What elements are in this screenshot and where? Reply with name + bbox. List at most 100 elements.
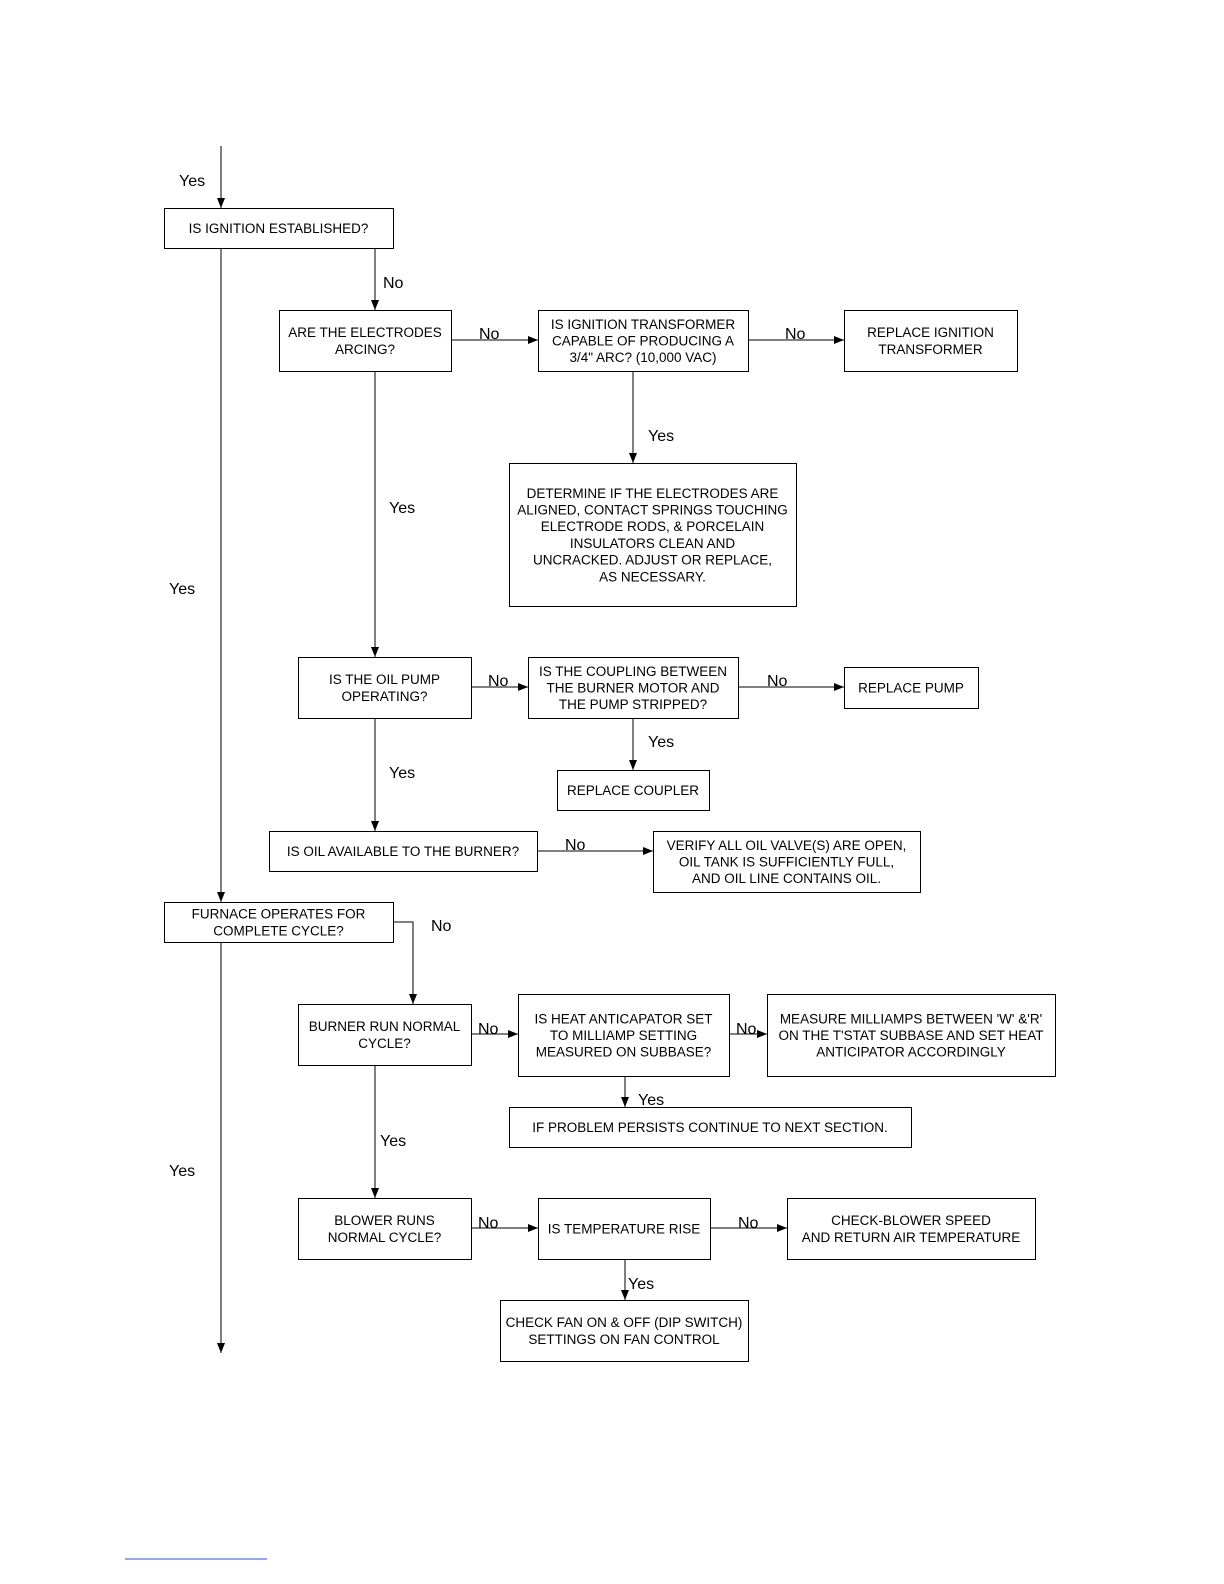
edge-label-temp-no: No	[738, 1215, 759, 1232]
node-text-line: CHECK FAN ON & OFF (DIP SWITCH)	[506, 1315, 743, 1330]
node-blower-runs: BLOWER RUNS NORMAL CYCLE?	[298, 1198, 472, 1260]
edge-label-electrodes-no: No	[479, 326, 500, 343]
node-replace-pump: REPLACE PUMP	[844, 667, 979, 709]
node-box	[298, 657, 472, 719]
edge-label-temp-yes: Yes	[628, 1276, 654, 1293]
node-box	[164, 902, 394, 943]
node-text-line: TRANSFORMER	[878, 342, 983, 357]
edge-label-transformer-no: No	[785, 326, 806, 343]
node-oil-pump: IS THE OIL PUMP OPERATING?	[298, 657, 472, 719]
node-text-line: CAPABLE OF PRODUCING A	[552, 334, 734, 349]
node-text-line: IS OIL AVAILABLE TO THE BURNER?	[287, 844, 519, 859]
node-replace-coupler: REPLACE COUPLER	[557, 770, 710, 811]
node-box	[844, 310, 1018, 372]
node-temp-rise: IS TEMPERATURE RISE	[538, 1198, 711, 1260]
node-text-line: INSULATORS CLEAN AND	[570, 536, 736, 551]
node-text-line: ELECTRODE RODS, & PORCELAIN	[541, 519, 765, 534]
node-text-line: CYCLE?	[358, 1036, 411, 1051]
node-text-line: COMPLETE CYCLE?	[213, 923, 344, 938]
node-ignition: IS IGNITION ESTABLISHED?	[164, 208, 394, 249]
node-text-line: ARCING?	[335, 342, 395, 357]
node-text-line: DETERMINE IF THE ELECTRODES ARE	[527, 486, 779, 501]
node-text-line: IS TEMPERATURE RISE	[548, 1222, 701, 1237]
node-text-line: MEASURED ON SUBBASE?	[536, 1045, 712, 1060]
edge-label-burner-yes: Yes	[380, 1133, 406, 1150]
node-text-line: CHECK-BLOWER SPEED	[831, 1213, 991, 1228]
node-text-line: OIL TANK IS SUFFICIENTLY FULL,	[679, 855, 894, 870]
node-text-line: AND OIL LINE CONTAINS OIL.	[692, 871, 881, 886]
node-text-line: REPLACE COUPLER	[567, 783, 699, 798]
node-text-line: ALIGNED, CONTACT SPRINGS TOUCHING	[517, 502, 788, 517]
node-electrodes: ARE THE ELECTRODES ARCING?	[279, 310, 452, 372]
node-text-line: UNCRACKED. ADJUST OR REPLACE,	[533, 553, 772, 568]
edge-label-transformer-yes: Yes	[648, 428, 674, 445]
node-text-line: BLOWER RUNS	[334, 1213, 435, 1228]
edge-label-anticipator-yes: Yes	[638, 1092, 664, 1109]
node-text-line: REPLACE PUMP	[858, 681, 964, 696]
node-box	[509, 463, 797, 607]
node-box	[298, 1198, 472, 1260]
node-text-line: SETTINGS ON FAN CONTROL	[528, 1332, 720, 1347]
node-verify-oil: VERIFY ALL OIL VALVE(S) ARE OPEN, OIL TAN…	[653, 831, 921, 893]
node-box	[518, 994, 730, 1077]
node-text-line: REPLACE IGNITION	[867, 325, 994, 340]
edge-label-anticipator-no: No	[736, 1021, 757, 1038]
node-box	[269, 831, 538, 872]
edge-label-burner-no: No	[478, 1021, 499, 1038]
node-transformer: IS IGNITION TRANSFORMER CAPABLE OF PRODUC…	[538, 310, 749, 372]
node-text-line: ANTICIPATOR ACCORDINGLY	[816, 1045, 1006, 1060]
node-box	[538, 310, 749, 372]
node-text-line: ON THE T'STAT SUBBASE AND SET HEAT	[779, 1028, 1044, 1043]
node-box	[279, 310, 452, 372]
edge-label-furnace-no: No	[431, 918, 452, 935]
node-text-line: AND RETURN AIR TEMPERATURE	[802, 1230, 1021, 1245]
node-text-line: NORMAL CYCLE?	[328, 1230, 442, 1245]
node-text-line: AS NECESSARY.	[599, 569, 706, 584]
node-determine: DETERMINE IF THE ELECTRODES AREALIGNED, …	[509, 463, 797, 607]
node-problem-persists: IF PROBLEM PERSISTS CONTINUE TO NEXT SEC…	[509, 1107, 912, 1148]
node-text-line: IS IGNITION ESTABLISHED?	[189, 221, 369, 236]
node-box	[528, 657, 739, 719]
node-text-line: IS THE OIL PUMP	[329, 672, 440, 687]
node-text-line: FURNACE OPERATES FOR	[192, 907, 366, 922]
node-text-line: OPERATING?	[341, 689, 427, 704]
edge-label-entry: Yes	[179, 173, 205, 190]
node-box	[500, 1300, 749, 1362]
edge-label-oil-pump-yes: Yes	[389, 765, 415, 782]
edge-label-furnace-yes: Yes	[169, 1163, 195, 1180]
node-box	[557, 770, 710, 811]
node-burner-run: BURNER RUN NORMAL CYCLE?	[298, 1004, 472, 1066]
edge-furnace-no	[393, 921, 417, 1004]
node-coupling: IS THE COUPLING BETWEEN THE BURNER MOTOR …	[528, 657, 739, 719]
node-box	[844, 667, 979, 709]
node-text-line: IS THE COUPLING BETWEEN	[539, 664, 727, 679]
node-box	[653, 831, 921, 893]
node-text-line: VERIFY ALL OIL VALVE(S) ARE OPEN,	[667, 838, 907, 853]
node-measure-milliamps: MEASURE MILLIAMPS BETWEEN 'W' &'R' ON THE…	[767, 994, 1056, 1077]
node-box	[298, 1004, 472, 1066]
edge-label-coupling-no: No	[767, 673, 788, 690]
node-check-fan: CHECK FAN ON & OFF (DIP SWITCH) SETTINGS …	[500, 1300, 749, 1362]
node-text-line: BURNER RUN NORMAL	[309, 1019, 461, 1034]
node-text-line: MEASURE MILLIAMPS BETWEEN 'W' &'R'	[780, 1011, 1042, 1026]
node-text-line: ARE THE ELECTRODES	[288, 325, 442, 340]
node-box	[164, 208, 394, 249]
edge-label-oil-available-no: No	[565, 837, 586, 854]
edge-label-blower-no: No	[478, 1215, 499, 1232]
node-box	[538, 1198, 711, 1260]
node-check-blower: CHECK-BLOWER SPEED AND RETURN AIR TEMPERA…	[787, 1198, 1036, 1260]
edge-label-coupling-yes: Yes	[648, 734, 674, 751]
node-oil-available: IS OIL AVAILABLE TO THE BURNER?	[269, 831, 538, 872]
node-text-line: 3/4" ARC? (10,000 VAC)	[569, 350, 716, 365]
edge-label-ignition-no: No	[383, 275, 404, 292]
node-box	[787, 1198, 1036, 1260]
node-text-line: IS IGNITION TRANSFORMER	[551, 317, 736, 332]
node-replace-transformer: REPLACE IGNITION TRANSFORMER	[844, 310, 1018, 372]
node-text-line: THE BURNER MOTOR AND	[546, 681, 719, 696]
node-text-line: IF PROBLEM PERSISTS CONTINUE TO NEXT SEC…	[532, 1120, 888, 1135]
edge-label-oil-pump-no: No	[488, 673, 509, 690]
node-text-line: IS HEAT ANTICAPATOR SET	[534, 1011, 712, 1026]
